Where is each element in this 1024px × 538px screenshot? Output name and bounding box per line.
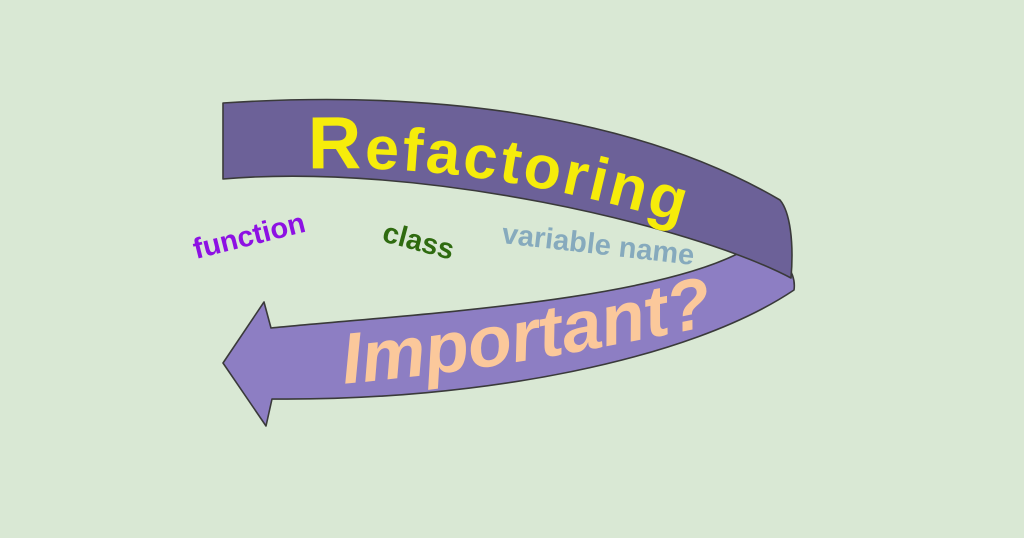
top-band-ribbon xyxy=(222,98,793,279)
top-band-label-initial: R xyxy=(308,101,365,184)
